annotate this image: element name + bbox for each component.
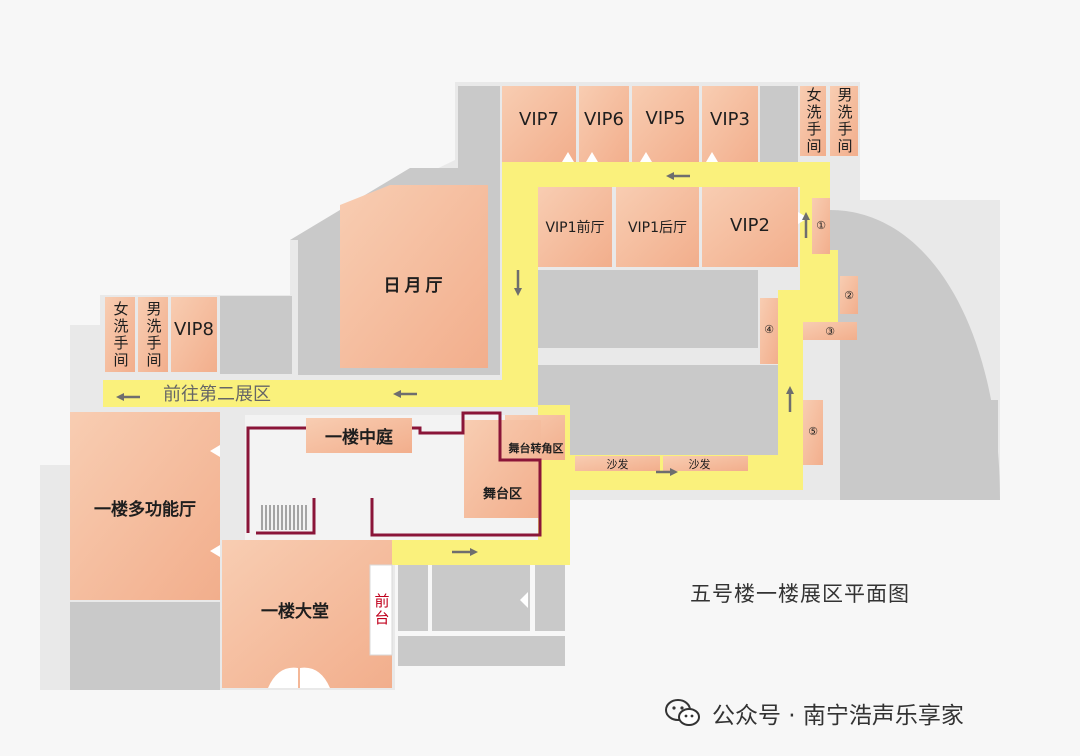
room-stage: 舞台区 (482, 486, 522, 502)
wechat-icon (664, 697, 702, 729)
sofa-1: 沙发 (606, 457, 629, 471)
room-vip8-shape (171, 297, 217, 372)
room-vip6-shape (579, 86, 629, 162)
door-lobby (268, 667, 330, 688)
door-vip7 (562, 152, 574, 162)
spot-5: ⑤ (808, 424, 818, 438)
door-vip5 (640, 152, 652, 162)
spot-2-shape (840, 276, 858, 314)
room-multi-hall-shape (70, 412, 220, 600)
room-women-left-shape (105, 297, 135, 372)
front-desk: 前台 (372, 593, 391, 627)
spot-3: ③ (825, 324, 835, 338)
corridor-south (390, 540, 570, 565)
block-vip-divider (760, 86, 798, 162)
sofa-1-shape (575, 456, 660, 471)
corridor-left-vertical (502, 162, 538, 407)
corridor-main-west (103, 380, 538, 407)
door-multi-1 (210, 445, 220, 457)
spot-3-shape (803, 322, 857, 340)
room-stage-shape (464, 420, 541, 518)
room-vip8: VIP8 (174, 318, 214, 340)
block-top-left (458, 86, 500, 168)
room-multi-function-hall: 一楼多功能厅 (94, 499, 196, 520)
restroom-women-left: 女洗手间 (111, 301, 130, 369)
room-men-left-shape (138, 297, 168, 372)
block-bottom-1 (398, 563, 428, 631)
footprint-lower-left (40, 465, 70, 690)
room-vip1-front-shape (538, 187, 612, 267)
room-men-top-shape (830, 86, 858, 156)
block-right-bottom (960, 400, 998, 500)
block-right-curve (830, 210, 1000, 500)
room-vip3: VIP3 (710, 108, 750, 130)
restroom-men-left: 男洗手间 (144, 301, 163, 369)
block-left-mid (220, 296, 292, 374)
spot-5-shape (803, 400, 823, 465)
sofa-2-shape (663, 456, 748, 471)
sofa-2: 沙发 (688, 457, 711, 471)
room-lobby: 一楼大堂 (261, 601, 329, 622)
room-vip7-shape (502, 86, 576, 162)
spot-1-shape (812, 198, 830, 254)
room-lobby-shape (222, 540, 392, 688)
block-center-2 (538, 365, 778, 455)
restroom-men-top: 男洗手间 (835, 87, 854, 155)
room-vip5-shape (632, 86, 699, 162)
front-desk-shape (369, 564, 393, 656)
atrium-outline (246, 426, 306, 533)
map-title: 五号楼一楼展区平面图 (690, 582, 910, 606)
room-sun-moon-hall: 日月厅 (383, 275, 447, 296)
door-bottom (520, 592, 528, 608)
room-vip7: VIP7 (519, 108, 559, 130)
room-atrium-shape (306, 418, 412, 453)
room-vip3-shape (702, 86, 758, 162)
room-vip2-shape (702, 187, 798, 267)
spot-4: ④ (764, 322, 774, 336)
corridor-top (502, 162, 830, 187)
spot-1: ① (816, 218, 826, 232)
room-vip2: VIP2 (730, 214, 770, 236)
atrium-outline-right (370, 411, 542, 537)
door-vip6 (586, 152, 598, 162)
room-stage-corner: 舞台转角区 (508, 442, 564, 455)
room-vip1-front: VIP1前厅 (545, 220, 605, 236)
watermark-text: 公众号 · 南宁浩声乐享家 (712, 703, 964, 729)
block-bottom-4 (398, 636, 565, 666)
room-women-top-shape (800, 86, 826, 156)
room-vip6: VIP6 (584, 108, 624, 130)
door-vip3 (706, 152, 718, 162)
door-multi-2 (210, 545, 220, 557)
watermark: 公众号 · 南宁浩声乐享家 (664, 694, 964, 732)
atrium-outline-stair (256, 498, 316, 535)
stairs (261, 505, 307, 530)
block-bottom-3 (535, 563, 565, 631)
room-vip1-back: VIP1后厅 (627, 220, 688, 236)
spot-4-shape (760, 298, 778, 364)
room-atrium: 一楼中庭 (325, 427, 393, 448)
restroom-women-top: 女洗手间 (804, 87, 823, 155)
block-bottom-2 (432, 563, 530, 631)
block-multi-hall-bottom (70, 602, 220, 690)
route-to-second-area: 前往第二展区 (163, 384, 271, 405)
block-center-1 (538, 270, 758, 348)
spot-2: ② (844, 288, 854, 302)
room-sun-moon-shape (340, 185, 488, 368)
room-vip5: VIP5 (645, 107, 686, 129)
room-vip1-back-shape (616, 187, 699, 267)
